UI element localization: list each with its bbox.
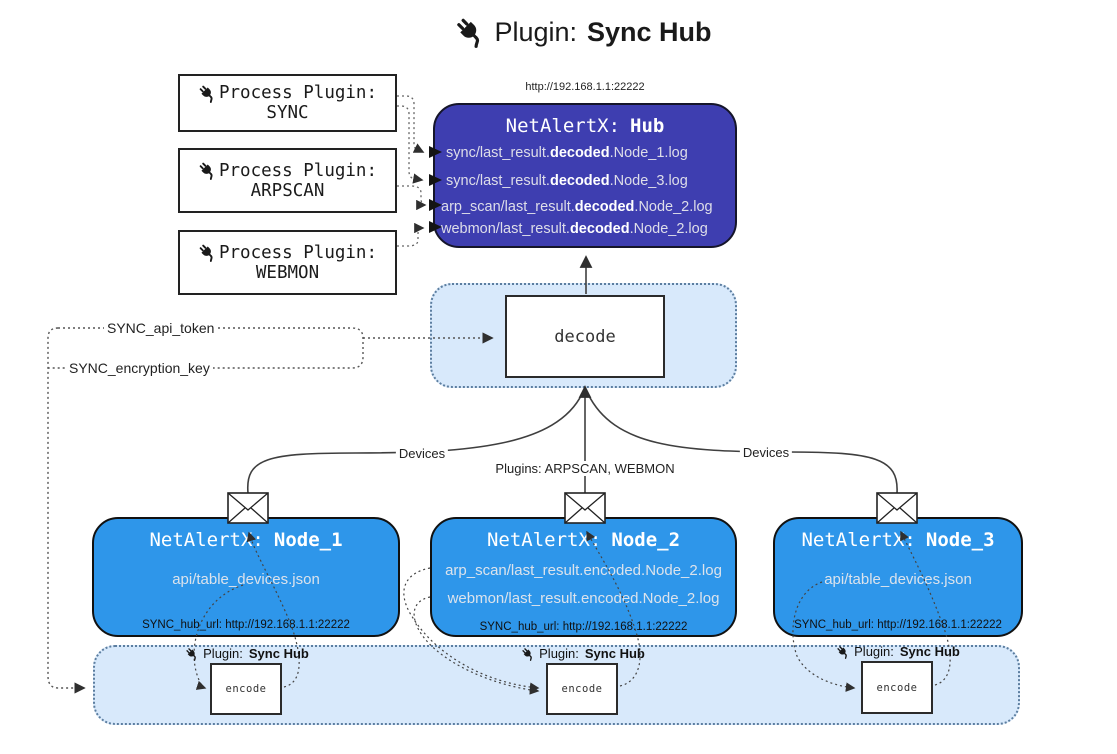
encode-box-2: encode xyxy=(546,663,618,715)
node-hub-url: SYNC_hub_url: http://192.168.1.1:22222 xyxy=(142,619,350,631)
process-plugin-sync: Process Plugin: SYNC xyxy=(178,74,397,132)
plug-icon xyxy=(448,9,493,54)
node-hub-url: SYNC_hub_url: http://192.168.1.1:22222 xyxy=(794,619,1002,631)
node-2-box: NetAlertX:Node_2 arp_scan/last_result.en… xyxy=(430,517,737,637)
node-title: NetAlertX:Node_3 xyxy=(801,529,995,551)
encode-box-3: encode xyxy=(861,661,933,714)
hub-title-label: NetAlertX: xyxy=(505,115,621,137)
node-file: api/table_devices.json xyxy=(824,571,972,588)
devices-curve-left xyxy=(246,393,583,494)
hub-url-label: http://192.168.1.1:22222 xyxy=(525,81,645,93)
plug-icon xyxy=(194,239,221,266)
hub-file-line: arp_scan/last_result.decoded.Node_2.log xyxy=(441,199,713,215)
process-plugin-name: SYNC xyxy=(266,103,309,123)
edge-webmon xyxy=(397,222,425,247)
edge-sync-node1 xyxy=(397,95,425,153)
node-file: webmon/last_result.encoded.Node_2.log xyxy=(447,590,720,607)
edge-arpscan xyxy=(397,185,427,211)
process-plugin-name: WEBMON xyxy=(255,262,320,283)
hub-title: NetAlertX: Hub xyxy=(435,115,735,137)
devices-curve-right xyxy=(587,393,898,494)
encoder-plugin-label-2: Plugin:Sync Hub xyxy=(521,646,645,661)
node-file: api/table_devices.json xyxy=(172,571,320,588)
encode-box-1: encode xyxy=(210,663,282,715)
encryption-key-line xyxy=(47,327,86,694)
title-name: Sync Hub xyxy=(587,16,712,47)
title-label: Plugin: xyxy=(494,16,578,47)
encoder-plugin-label-3: Plugin:Sync Hub xyxy=(836,644,960,659)
plug-icon xyxy=(833,642,853,662)
node-hub-url: SYNC_hub_url: http://192.168.1.1:22222 xyxy=(479,621,688,633)
hub-file-line: webmon/last_result.decoded.Node_2.log xyxy=(441,221,708,237)
process-plugin-webmon: Process Plugin: WEBMON xyxy=(178,230,397,295)
diagram-title: Plugin: Sync Hub xyxy=(454,16,712,48)
encoder-plugin-label-1: Plugin:Sync Hub xyxy=(185,646,309,661)
hub-file-line: sync/last_result.decoded.Node_1.log xyxy=(446,145,688,161)
decode-box: decode xyxy=(505,295,665,378)
plug-icon xyxy=(518,644,538,664)
encryption-key-label: SYNC_encryption_key xyxy=(66,360,213,376)
plug-icon xyxy=(194,80,221,107)
devices-label-right: Devices xyxy=(739,445,793,460)
hub-file-line: sync/last_result.decoded.Node_3.log xyxy=(446,173,688,189)
process-plugin-arpscan: Process Plugin: ARPSCAN xyxy=(178,148,397,213)
api-token-label: SYNC_api_token xyxy=(104,320,218,336)
devices-label-left: Devices xyxy=(395,446,449,461)
plug-icon xyxy=(182,644,202,664)
node-title: NetAlertX:Node_2 xyxy=(486,529,681,551)
hub-title-name: Hub xyxy=(630,115,665,137)
node-3-box: NetAlertX:Node_3 api/table_devices.json … xyxy=(773,517,1023,637)
edge-sync-node3 xyxy=(397,105,424,184)
process-plugin-label: Process Plugin: xyxy=(218,83,378,103)
plug-icon xyxy=(194,157,221,184)
process-plugin-label: Process Plugin: xyxy=(218,160,378,181)
node-title: NetAlertX:Node_1 xyxy=(149,529,343,551)
hub-box: NetAlertX: Hub sync/last_result.decoded.… xyxy=(433,103,737,248)
node-1-box: NetAlertX:Node_1 api/table_devices.json … xyxy=(92,517,400,637)
node-file: arp_scan/last_result.encoded.Node_2.log xyxy=(445,562,722,579)
decode-label: decode xyxy=(554,326,616,347)
process-plugin-label: Process Plugin: xyxy=(218,242,378,263)
plugins-edge-label: Plugins: ARPSCAN, WEBMON xyxy=(492,461,678,476)
process-plugin-name: ARPSCAN xyxy=(250,180,325,201)
